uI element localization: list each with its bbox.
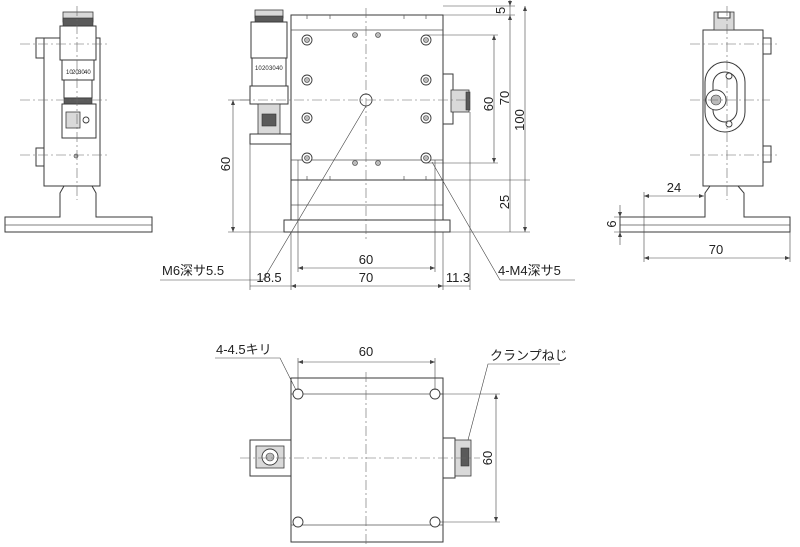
- dim-side-70: 70: [709, 242, 723, 257]
- micrometer-scale-left: 10 20 30 40: [66, 70, 91, 76]
- scale-label: 30: [269, 66, 276, 72]
- micrometer-scale-front: 10 20 30 40: [255, 66, 283, 72]
- dim-front-18-5: 18.5: [256, 270, 281, 285]
- dim-front-70-vertical: 70: [497, 91, 512, 105]
- left-side-view: 10 20 30 40: [4, 6, 153, 233]
- note-m6-depth: M6深サ5.5: [162, 263, 224, 278]
- note-clamp-screw: クランプねじ: [490, 348, 568, 363]
- scale-label: 40: [84, 70, 91, 76]
- scale-label: 40: [276, 66, 283, 72]
- dim-front-25-vertical: 25: [497, 195, 512, 209]
- scale-label: 20: [262, 66, 269, 72]
- dim-front-60-left: 60: [218, 157, 233, 171]
- bottom-view: 60 60 4-4.5キリ クランプねじ: [215, 342, 568, 547]
- dim-front-100-vertical: 100: [512, 109, 527, 131]
- scale-label: 30: [78, 70, 85, 76]
- note-m4-depth: 4-M4深サ5: [498, 263, 561, 278]
- dim-front-60-vertical: 60: [481, 97, 496, 111]
- dim-front-60-horizontal: 60: [359, 252, 373, 267]
- dim-side-24: 24: [667, 180, 681, 195]
- dim-bottom-60-vertical: 60: [480, 451, 495, 465]
- dim-top-5: 5: [493, 7, 508, 14]
- front-view: 10 20 30 40: [160, 0, 575, 290]
- dim-side-6: 6: [604, 220, 619, 227]
- scale-label: 10: [255, 66, 262, 72]
- dim-front-11-3: 11.3: [446, 270, 470, 285]
- note-hole-45: 4-4.5キリ: [216, 342, 272, 357]
- scale-label: 10: [66, 70, 73, 76]
- right-side-view: 24 6 70: [604, 6, 791, 262]
- dim-front-70-horizontal: 70: [359, 270, 373, 285]
- dim-bottom-60-horizontal: 60: [359, 344, 373, 359]
- scale-label: 20: [72, 70, 79, 76]
- bottom-holes: [292, 388, 441, 528]
- front-holes: [301, 32, 432, 166]
